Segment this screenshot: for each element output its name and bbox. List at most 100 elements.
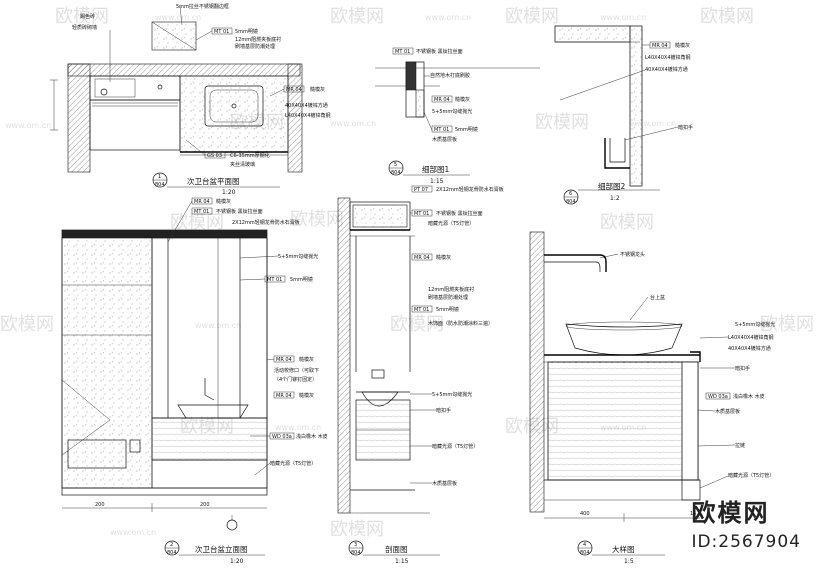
plan-note-bottom2: C6-35mm厚钢化 [230, 152, 270, 159]
elev-code-f: MR 04 [276, 357, 292, 363]
plan-code1: MT 01 [214, 29, 229, 35]
large-note-e: 40X40X4镀锌方通 [728, 345, 771, 352]
watermark-brand: 欧模网 [535, 112, 589, 133]
view-sheet: 804 [580, 550, 590, 556]
detail1-note-d: 5+5mm勾缝抛光 [432, 108, 472, 115]
sec-note-j: 暗扣手 [436, 407, 451, 414]
plan-note-code1: 5mm明镜 [235, 28, 258, 35]
plan-wall-left [67, 63, 91, 173]
plan-note-code3: 刷墙基层防潮处理 [235, 43, 275, 50]
view-scale: 1:2 [610, 195, 620, 202]
plan-bottom1: GS 03 [207, 153, 222, 159]
view-scale: 1:15 [430, 178, 444, 185]
plan-side1: MR 04 [286, 87, 302, 93]
elev-note-g1: 活动校修口（可取下 [274, 367, 319, 374]
brand-name: 欧模网 [691, 499, 770, 527]
view-sheet: 804 [391, 170, 401, 176]
view-num: 5 [394, 162, 397, 168]
plan-basin [204, 85, 264, 127]
plan-note-code2: 12mm阻燃夹板底衬 [235, 36, 281, 43]
view-title: 大样图 [612, 544, 635, 554]
large-note-g: 浅白橡木 木皮 [733, 393, 765, 400]
elev-note-a: 糙模灰 [216, 198, 231, 205]
sec-note-d: 糙模灰 [436, 254, 451, 261]
plan-countertop [179, 75, 289, 153]
elev-note-j: 暗藏光源（T5灯管） [270, 460, 316, 467]
sec-note-h: 木饰面（防水防潮涂料三遍） [428, 320, 493, 327]
detail1-note-e: 5mm明镜 [455, 126, 478, 133]
elev-note-b: 不锈钢板 黑钛拉丝面 [216, 208, 263, 215]
sec-note-l: 木质基层板 [432, 480, 457, 487]
watermark-url: www.om.cn [600, 13, 646, 22]
view-scale: 1:20 [222, 189, 236, 196]
sec-note-a: 2X12mm轻钢龙骨防水石膏板 [436, 186, 504, 193]
detail1-note-a: 不锈钢板 黑钛拉丝面 [416, 48, 463, 55]
watermark-brand: 欧模网 [0, 314, 54, 335]
view-num: 1 [158, 174, 161, 180]
sec-note-c: 暗藏光源（T5灯管） [428, 220, 474, 227]
sec-note-k: 暗藏光源（T5灯管） [432, 443, 478, 450]
section-wall [337, 197, 351, 514]
view-scale: 1:5 [624, 558, 634, 565]
watermark-url: www.om.cn [330, 119, 376, 128]
plan-view: 5mm拉丝不锈钢翻边框 踢色砖 轻质砖砌墙 MT 01 5mm明镜 12mm阻燃… [50, 3, 331, 196]
detail1-code-a: MT 01 [395, 49, 410, 55]
elev-note-i: 浅白橡木 木皮 [296, 433, 328, 440]
elevation-dim2: 200 [200, 502, 210, 508]
watermark-url: www.om.cn [425, 13, 471, 22]
elevation-view: 200 200 MR 04 糙模灰 MT 01 不锈钢板 黑钛拉丝面 2X12m… [61, 197, 328, 565]
elev-code-e: MT 01 [267, 277, 282, 283]
plan-note-side1: 糙模灰 [310, 86, 325, 93]
view-title: 细部图1 [422, 164, 449, 174]
large-note-a: 不锈钢龙头 [620, 251, 645, 258]
plan-note-side3: L40X40X4镀锌角钢 [285, 112, 331, 119]
view-num: 4 [583, 542, 586, 548]
view-title: 剖面图 [385, 544, 408, 554]
elev-note-h: 糙模灰 [299, 392, 314, 399]
plan-wall-top [67, 63, 301, 77]
view-title: 次卫台盆平面图 [187, 176, 240, 186]
watermark-brand: 欧模网 [330, 6, 384, 27]
large-basin [565, 323, 683, 356]
sec-code-b: MT 01 [414, 211, 429, 217]
sec-code-g: MT 01 [414, 307, 429, 313]
large-note-f: 暗扣手 [735, 365, 750, 372]
view-title: 次卫台盆立面图 [195, 544, 248, 554]
view-sheet: 804 [155, 182, 165, 188]
watermark-url: www.om.cn [155, 13, 201, 22]
sec-note-g: 5mm明镜 [436, 306, 459, 313]
view-title: 细部图2 [598, 181, 625, 191]
plan-note-bottom3: 夹丝清玻璃 [230, 161, 255, 168]
elev-code-i: WD 03a [272, 434, 292, 440]
watermark-brand: 欧模网 [390, 314, 444, 335]
sec-note-i: 5+5mm勾缝抛光 [432, 391, 472, 398]
watermark-brand: 欧模网 [55, 6, 109, 27]
brand-id: ID:2567904 [691, 532, 801, 552]
watermark-brand: 欧模网 [600, 212, 654, 233]
elev-note-c: 2X12mm轻钢龙骨防水石膏板 [232, 219, 300, 226]
watermark-url: www.om.cn [275, 423, 321, 432]
view-num: 6 [569, 191, 572, 197]
large-note-j: 暗藏光源（T5灯管） [728, 472, 774, 479]
plan-note-wall-left-2: 轻质砖砌墙 [72, 24, 97, 31]
elev-note-e: 5mm明镜 [290, 276, 313, 283]
watermark-brand: 欧模网 [170, 212, 224, 233]
detail2-note-b: L40X40X4镀锌角钢 [645, 54, 691, 61]
watermark-url: www.om.cn [110, 528, 156, 537]
large-code-g: WD 03a [708, 394, 728, 400]
large-note-i: 拉链 [735, 442, 745, 449]
plan-note-wall-left-1: 踢色砖 [80, 13, 95, 20]
sec-note-b: 不锈钢板 黑钛拉丝面 [436, 210, 483, 217]
detail2-view: MR 04 糙模灰 L40X40X4镀锌角钢 40X40X4镀锌方通 暗扣手 6… [554, 25, 693, 205]
watermark-brand: 欧模网 [290, 209, 344, 230]
detail1-note-c: 糙模灰 [455, 96, 470, 103]
watermark-url: www.om.cn [630, 119, 676, 128]
detail1-note-b: 自然地木打底刷胶 [430, 72, 470, 79]
elev-code-h: MR 04 [276, 393, 292, 399]
large-dim2: 15 [690, 511, 696, 517]
plan-note-side2: 40X40X4镀锌方通 [285, 102, 328, 109]
detail2-note-d: 暗扣手 [678, 124, 693, 131]
view-scale: 1:15 [395, 558, 409, 565]
large-dim1: 400 [580, 511, 590, 517]
